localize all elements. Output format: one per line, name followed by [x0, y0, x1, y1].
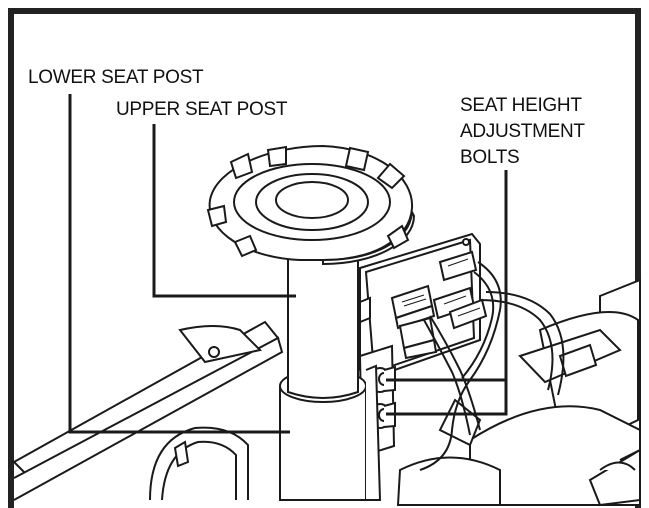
callout-bolts-line-3: BOLTS [460, 147, 520, 168]
callout-lower-seat-post: LOWER SEAT POST [28, 67, 204, 88]
wheel-housing [149, 426, 249, 501]
leader-upper-seat-post [152, 124, 296, 298]
mounting-plate [359, 232, 488, 380]
seat-cushions [396, 278, 641, 507]
leader-adjustment-bolts [386, 170, 508, 416]
base-frame-rail [12, 320, 284, 501]
seat-mounting-plate [206, 144, 416, 266]
leader-lines [68, 94, 508, 434]
upper-seat-post [287, 252, 359, 399]
callout-upper-seat-post: UPPER SEAT POST [116, 99, 288, 120]
callout-bolts-line-2: ADJUSTMENT [460, 121, 585, 142]
leader-lower-seat-post [68, 94, 290, 434]
callout-bolts-line-1: SEAT HEIGHT [460, 95, 582, 116]
